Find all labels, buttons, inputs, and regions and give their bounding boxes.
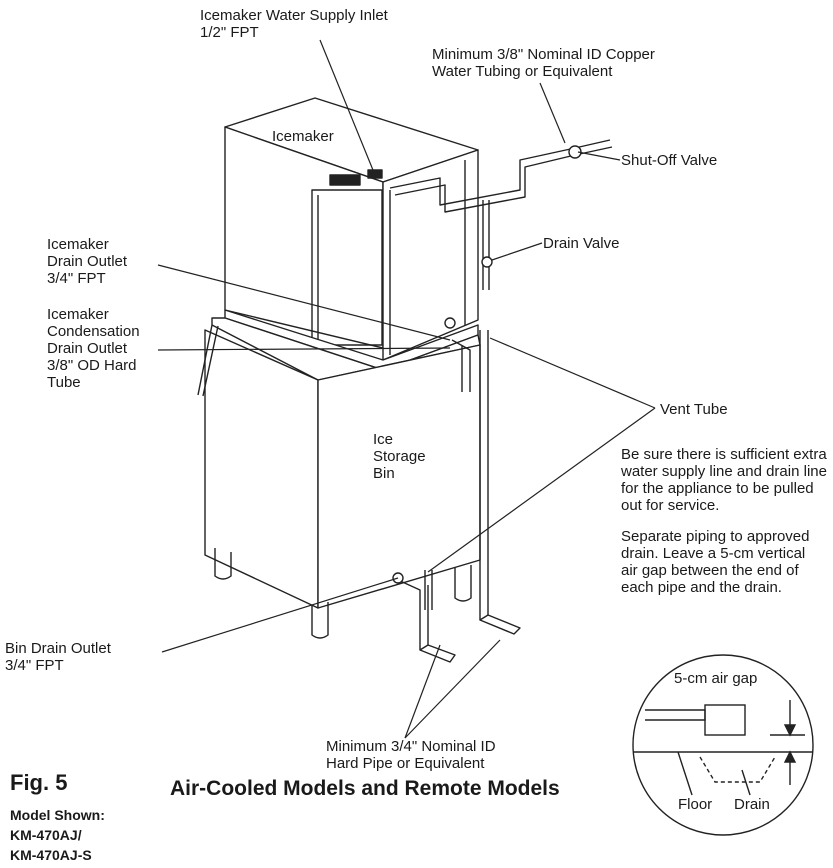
note-air-gap: Separate piping to approved drain. Leave… bbox=[621, 528, 810, 596]
label-hard-pipe: Minimum 3/4" Nominal ID Hard Pipe or Equ… bbox=[326, 738, 496, 772]
label-storage-bin: Ice Storage Bin bbox=[373, 431, 426, 482]
model-shown: Model Shown: KM-470AJ/ KM-470AJ-S bbox=[10, 807, 105, 863]
drain-valve-pipe bbox=[482, 200, 490, 290]
label-copper-tubing: Minimum 3/8" Nominal ID Copper Water Tub… bbox=[432, 46, 655, 80]
label-bin-drain-outlet: Bin Drain Outlet 3/4" FPT bbox=[5, 640, 111, 674]
figure-number: Fig. 5 bbox=[10, 770, 68, 795]
label-water-inlet: Icemaker Water Supply Inlet 1/2" FPT bbox=[200, 7, 388, 41]
leg bbox=[214, 548, 232, 580]
bin-drain-pipe bbox=[397, 579, 429, 650]
inset-title: 5-cm air gap bbox=[674, 670, 758, 687]
air-gap-inset bbox=[632, 654, 814, 836]
label-icemaker: Icemaker bbox=[272, 128, 334, 145]
figure-title: Air-Cooled Models and Remote Models bbox=[170, 777, 560, 800]
label-condensation-outlet: Icemaker Condensation Drain Outlet 3/8" … bbox=[47, 306, 140, 391]
leg bbox=[454, 565, 472, 602]
label-shutoff-valve: Shut-Off Valve bbox=[621, 152, 718, 169]
label-vent-tube: Vent Tube bbox=[660, 401, 728, 418]
inset-drain: Drain bbox=[734, 796, 770, 813]
vent-tube bbox=[479, 330, 489, 620]
icemaker-side bbox=[382, 149, 479, 361]
inset-floor: Floor bbox=[678, 796, 713, 813]
label-drain-valve: Drain Valve bbox=[543, 235, 620, 252]
label-drain-outlet: Icemaker Drain Outlet 3/4" FPT bbox=[47, 236, 128, 287]
note-service: Be sure there is sufficient extra water … bbox=[621, 446, 827, 514]
leg bbox=[311, 602, 329, 639]
